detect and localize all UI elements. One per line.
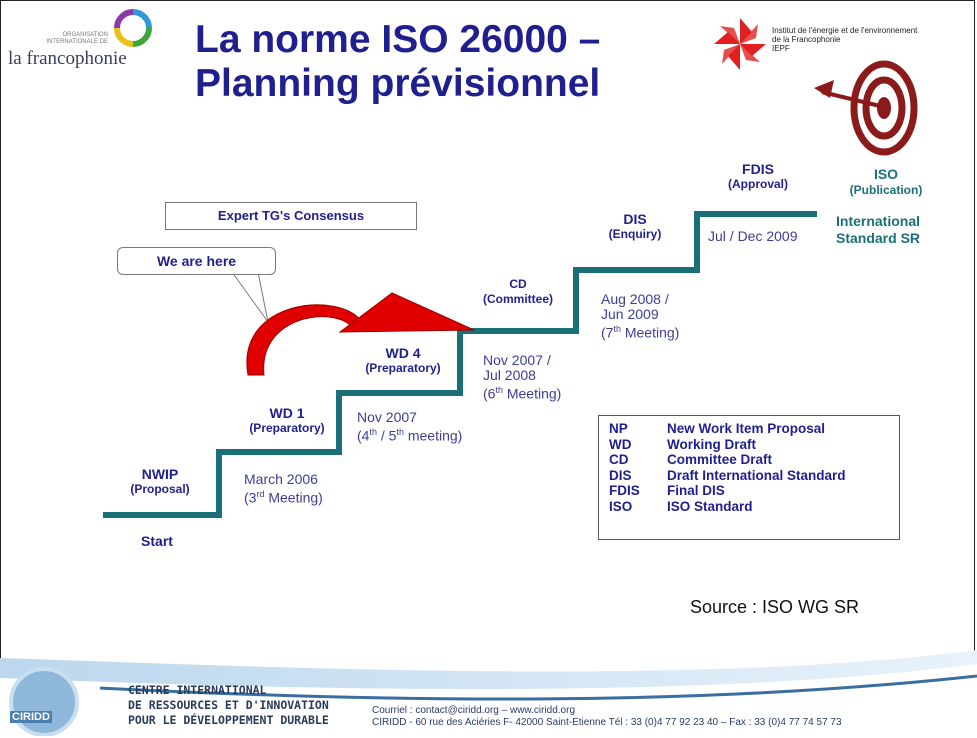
page-title: La norme ISO 26000 – Planning prévisionn… (195, 18, 601, 105)
date-aug-2008-jun-2009: Aug 2008 / Jun 2009 (7th Meeting) (601, 291, 680, 341)
legend-abbr: CD (609, 452, 629, 467)
legend-text: Working Draft (667, 436, 757, 452)
legend-abbr: FDIS (609, 483, 640, 498)
stage-nwip: NWIP (Proposal) (130, 466, 190, 497)
legend-row: CD Committee Draft (609, 452, 889, 468)
stage-fdis: FDIS (Approval) (728, 161, 788, 192)
final-standard-label: International Standard SR (836, 213, 921, 246)
legend-row: ISO ISO Standard (609, 499, 889, 515)
legend-text: New Work Item Proposal (667, 421, 826, 436)
ciridd-contact: Courriel : contact@ciridd.org – www.ciri… (372, 705, 842, 728)
legend-row: WD Working Draft (609, 437, 889, 453)
stage-cd: CD (Committee) (482, 277, 553, 306)
legend-text: Final DIS (667, 483, 725, 498)
legend-abbr: DIS (609, 467, 632, 483)
footer-swoosh (0, 650, 977, 738)
legend-row: DIS Draft International Standard (609, 468, 889, 484)
legend-text: Committee Draft (667, 452, 773, 467)
stage-dis: DIS (Enquiry) (608, 211, 662, 242)
target-icon (814, 60, 918, 156)
francophonie-name: la francophonie (8, 48, 127, 69)
legend-text: ISO Standard (667, 498, 753, 514)
stage-wd4: WD 4 (Preparatory) (365, 345, 441, 376)
francophonie-small-text: ORGANISATION INTERNATIONALE DE (46, 32, 108, 45)
francophonie-ring-icon (114, 9, 152, 47)
date-jul-dec-2009: Jul / Dec 2009 (708, 228, 798, 244)
consensus-callout: Expert TG's Consensus (165, 202, 417, 230)
date-nov-2007-jul-2008: Nov 2007 / Jul 2008 (6th Meeting) (483, 352, 562, 402)
staircase-path (103, 211, 817, 518)
legend-row: FDIS Final DIS (609, 483, 889, 499)
legend-row: NP New Work Item Proposal (609, 421, 889, 437)
date-march-2006: March 2006 (3rd Meeting) (244, 471, 323, 506)
legend-text: Draft International Standard (667, 467, 846, 483)
ciridd-logo: CIRIDD (10, 711, 52, 723)
legend-abbr: WD (609, 436, 632, 452)
source-note: Source : ISO WG SR (690, 597, 860, 617)
legend-abbr: ISO (609, 498, 633, 514)
stage-start: Start (141, 533, 173, 549)
iepf-label: Institut de l'énergie et de l'environnem… (772, 26, 918, 53)
ciridd-globe-icon (9, 667, 79, 736)
legend-abbr: NP (609, 421, 628, 436)
stage-iso: ISO (Publication) (849, 166, 923, 197)
ciridd-name: CENTRE INTERNATIONAL DE RESSOURCES ET D'… (128, 683, 329, 727)
iepf-pinwheel-icon (714, 18, 766, 70)
here-callout: We are here (117, 247, 276, 275)
stage-wd1: WD 1 (Preparatory) (249, 405, 325, 436)
date-nov-2007: Nov 2007 (4th / 5th meeting) (357, 409, 463, 444)
